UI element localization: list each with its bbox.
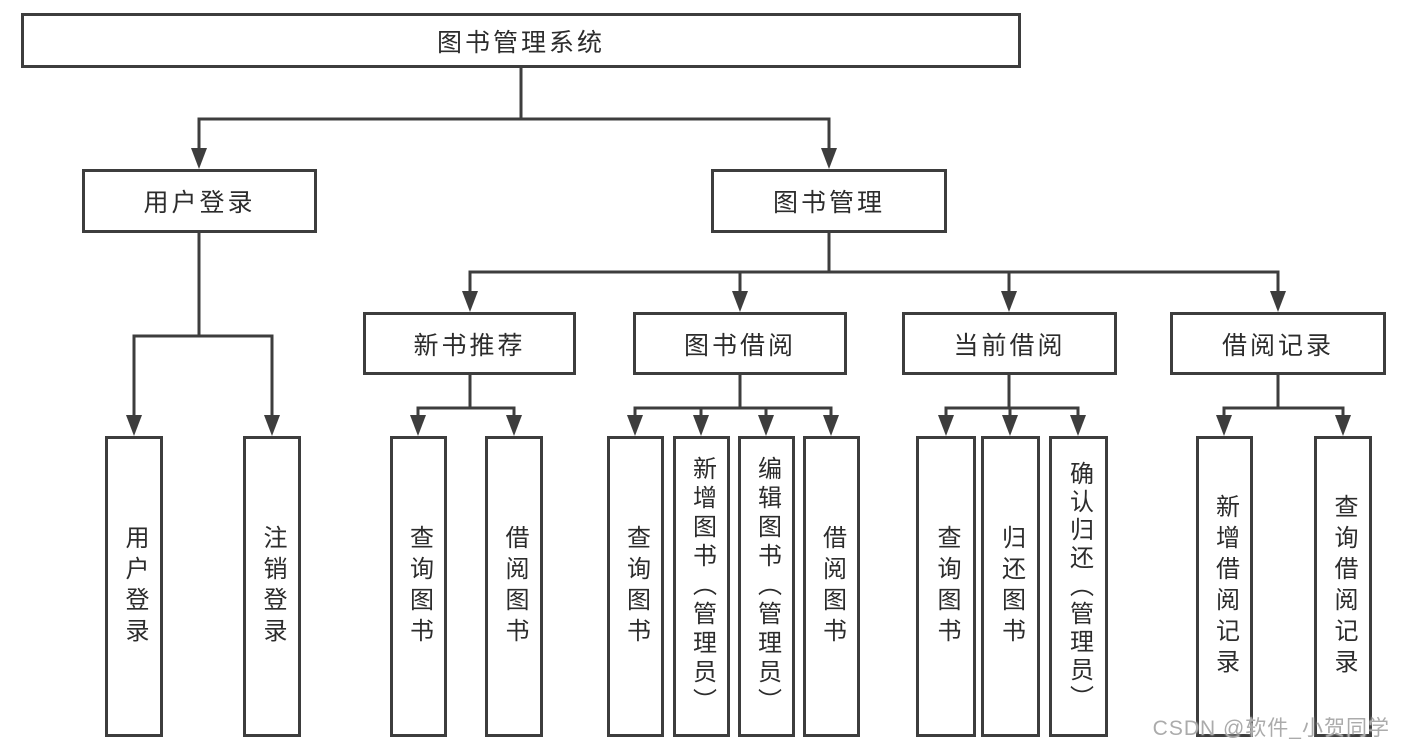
leaf-borrow-query-books: 查询图书 <box>607 436 664 737</box>
connector-bookmgmt-to-level3 <box>468 231 1280 295</box>
arrowheads-current-leaves <box>938 415 1086 436</box>
leaf-logout-label: 注销登录 <box>259 524 286 649</box>
node-current-borrowing-label: 当前借阅 <box>953 331 1066 360</box>
node-new-book-recommend: 新书推荐 <box>363 312 576 375</box>
node-root: 图书管理系统 <box>21 13 1021 68</box>
arrowheads-userlogin-leaves <box>126 415 280 436</box>
node-root-label: 图书管理系统 <box>436 28 605 57</box>
connector-root-to-level2 <box>197 66 831 152</box>
leaf-logout: 注销登录 <box>243 436 301 737</box>
node-new-book-recommend-label: 新书推荐 <box>413 331 526 360</box>
leaf-records-add-record: 新增借阅记录 <box>1196 436 1253 737</box>
leaf-user-login: 用户登录 <box>105 436 163 737</box>
leaf-records-add-record-label: 新增借阅记录 <box>1211 493 1239 680</box>
leaf-rec-query-books-label: 查询图书 <box>405 524 433 649</box>
leaf-user-login-label: 用户登录 <box>121 524 148 649</box>
leaf-rec-borrow-books: 借阅图书 <box>485 436 543 737</box>
leaf-current-return-books-label: 归还图书 <box>997 524 1025 649</box>
leaf-borrow-add-books-admin: 新增图书（管理员） <box>673 436 730 737</box>
arrowheads-level2 <box>191 148 837 169</box>
leaf-borrow-edit-books-admin-label: 编辑图书（管理员） <box>753 456 781 717</box>
connector-userlogin-to-leaves <box>132 231 274 419</box>
node-user-login: 用户登录 <box>82 169 317 233</box>
leaf-borrow-add-books-admin-label: 新增图书（管理员） <box>688 456 716 717</box>
leaf-current-confirm-return-admin: 确认归还（管理员） <box>1049 436 1108 737</box>
leaf-current-return-books: 归还图书 <box>981 436 1040 737</box>
node-user-login-label: 用户登录 <box>143 189 256 217</box>
leaf-current-confirm-return-admin-label: 确认归还（管理员） <box>1065 460 1093 713</box>
arrowheads-records-leaves <box>1216 415 1351 436</box>
connector-records-to-leaves <box>1222 373 1345 419</box>
arrowheads-recommend-leaves <box>410 415 522 436</box>
connector-borrowing-to-leaves <box>633 373 833 419</box>
leaf-rec-borrow-books-label: 借阅图书 <box>501 524 528 649</box>
connector-current-to-leaves <box>944 373 1080 419</box>
node-book-management-label: 图书管理 <box>772 189 885 217</box>
node-book-borrowing: 图书借阅 <box>633 312 847 375</box>
arrowheads-borrowing-leaves <box>627 415 839 436</box>
arrowheads-level3 <box>462 291 1286 312</box>
leaf-borrow-edit-books-admin: 编辑图书（管理员） <box>738 436 795 737</box>
leaf-records-query-record: 查询借阅记录 <box>1314 436 1372 737</box>
leaf-current-query-books-label: 查询图书 <box>933 524 960 649</box>
node-book-management: 图书管理 <box>711 169 947 233</box>
connector-recommend-to-leaves <box>416 373 516 419</box>
node-borrowing-records: 借阅记录 <box>1170 312 1386 375</box>
watermark-text: CSDN @软件_小贺同学 <box>1152 717 1390 740</box>
leaf-borrow-borrow-books: 借阅图书 <box>803 436 860 737</box>
leaf-current-query-books: 查询图书 <box>916 436 976 737</box>
node-borrowing-records-label: 借阅记录 <box>1221 331 1334 360</box>
leaf-rec-query-books: 查询图书 <box>390 436 447 737</box>
node-current-borrowing: 当前借阅 <box>902 312 1117 375</box>
leaf-borrow-borrow-books-label: 借阅图书 <box>818 524 846 649</box>
leaf-borrow-query-books-label: 查询图书 <box>622 524 650 649</box>
leaf-records-query-record-label: 查询借阅记录 <box>1330 493 1357 680</box>
node-book-borrowing-label: 图书借阅 <box>683 331 796 360</box>
